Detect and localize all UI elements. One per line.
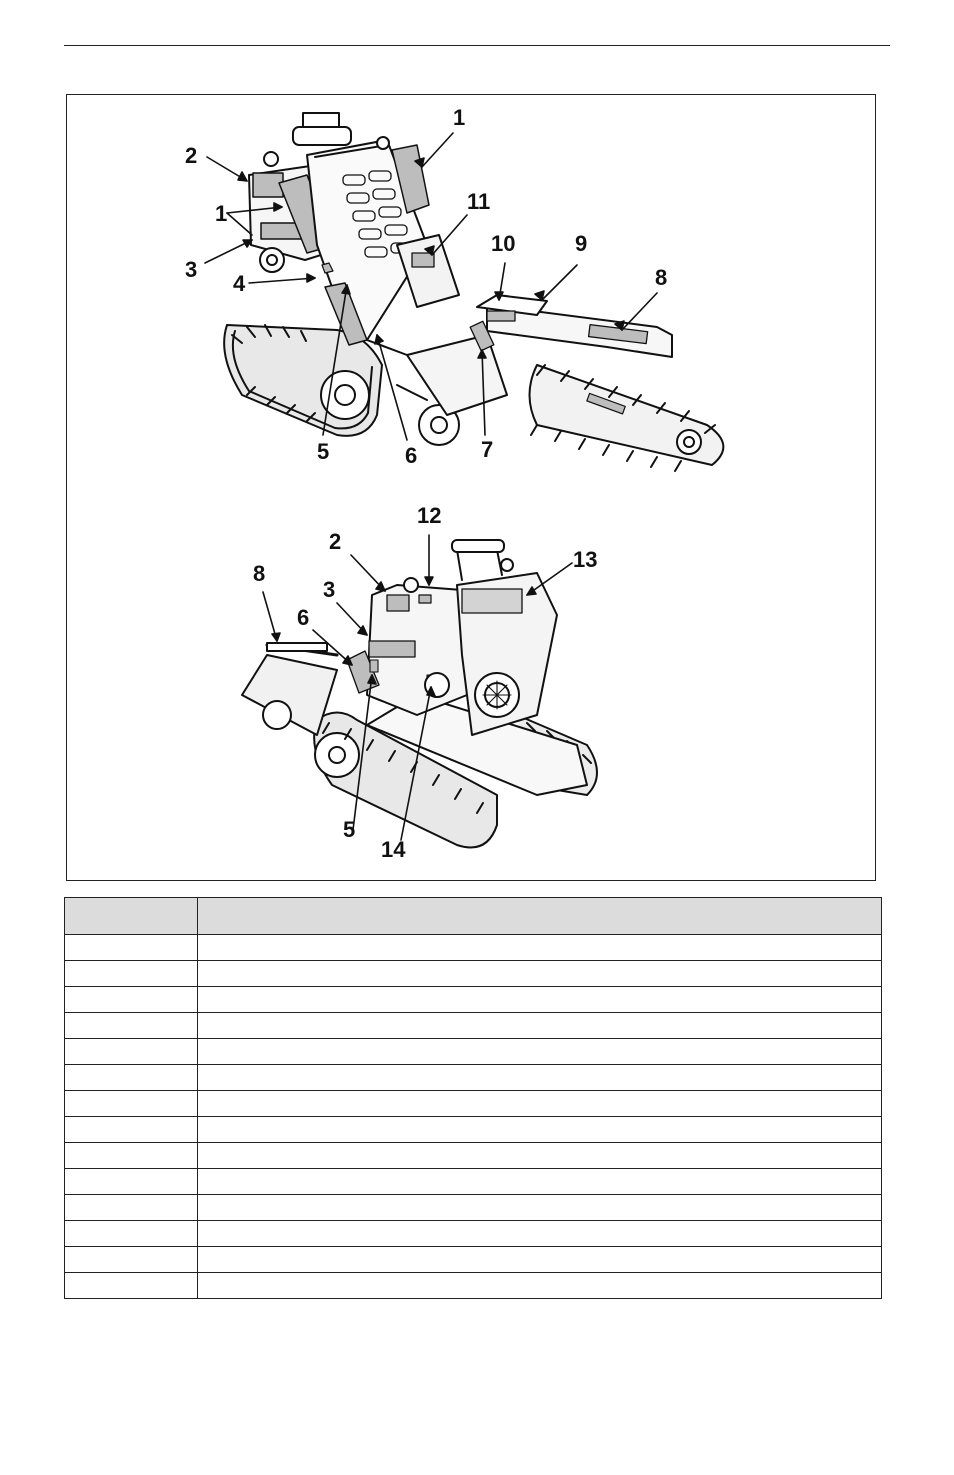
table-row <box>64 1142 882 1169</box>
legend-body <box>64 934 882 1299</box>
callout-bottom-5: 5 <box>343 817 356 842</box>
callout-top-9: 9 <box>575 231 588 256</box>
legend-header-row <box>64 897 882 935</box>
legend-cell-number <box>64 934 198 961</box>
bottom-machine <box>241 539 598 849</box>
table-row <box>64 1116 882 1143</box>
table-row <box>64 1168 882 1195</box>
legend-header-description <box>197 897 882 935</box>
table-row <box>64 1194 882 1221</box>
callout-top-10: 10 <box>491 231 516 256</box>
callout-bottom-2: 2 <box>329 529 342 554</box>
legend-cell-description <box>197 1246 882 1273</box>
callout-bottom-14: 14 <box>381 837 406 862</box>
legend-cell-description <box>197 960 882 987</box>
callout-bottom-3: 3 <box>323 577 336 602</box>
callout-bottom-12: 12 <box>417 503 442 528</box>
table-row <box>64 1012 882 1039</box>
table-row <box>64 1038 882 1065</box>
legend-cell-number <box>64 1064 198 1091</box>
callout-top-8: 8 <box>655 265 668 290</box>
legend-cell-description <box>197 1064 882 1091</box>
legend-cell-number <box>64 1090 198 1117</box>
callout-bottom-13: 13 <box>573 547 598 572</box>
callout-top-1a: 1 <box>453 105 466 130</box>
top-gearbox <box>366 320 508 446</box>
table-row <box>64 934 882 961</box>
legend-cell-number <box>64 1194 198 1221</box>
top-chain-boom <box>476 294 725 472</box>
callout-top-5: 5 <box>317 439 330 464</box>
top-leader-lines <box>204 132 658 441</box>
legend-cell-description <box>197 934 882 961</box>
top-control-panel <box>263 112 430 346</box>
table-row <box>64 986 882 1013</box>
table-row <box>64 960 882 987</box>
table-row <box>64 1272 882 1299</box>
legend-cell-number <box>64 1272 198 1299</box>
legend-cell-number <box>64 1168 198 1195</box>
callout-top-7: 7 <box>481 437 494 462</box>
callout-top-11: 11 <box>467 189 491 214</box>
legend-cell-number <box>64 1038 198 1065</box>
legend-cell-description <box>197 1090 882 1117</box>
callout-top-1b: 1 <box>215 201 228 226</box>
bottom-leader-lines <box>262 534 573 841</box>
legend-cell-description <box>197 1142 882 1169</box>
callout-bottom-8: 8 <box>253 561 266 586</box>
table-row <box>64 1090 882 1117</box>
legend-cell-number <box>64 960 198 987</box>
legend-cell-description <box>197 1116 882 1143</box>
legend-cell-description <box>197 1272 882 1299</box>
callout-bottom-6: 6 <box>297 605 310 630</box>
callout-top-2: 2 <box>185 143 198 168</box>
callout-top-4: 4 <box>233 271 246 296</box>
legend-cell-description <box>197 1012 882 1039</box>
legend-cell-number <box>64 1116 198 1143</box>
legend-cell-number <box>64 1246 198 1273</box>
legend-cell-description <box>197 986 882 1013</box>
header-rule <box>64 45 890 46</box>
callout-top-3: 3 <box>185 257 198 282</box>
legend-cell-number <box>64 1220 198 1247</box>
table-row <box>64 1064 882 1091</box>
legend-cell-number <box>64 1142 198 1169</box>
legend-cell-number <box>64 986 198 1013</box>
table-row <box>64 1220 882 1247</box>
trencher-illustration <box>204 112 725 849</box>
legend-cell-description <box>197 1220 882 1247</box>
legend-cell-description <box>197 1038 882 1065</box>
legend-cell-description <box>197 1194 882 1221</box>
legend-cell-description <box>197 1168 882 1195</box>
top-engine-box <box>396 234 460 308</box>
legend-header-number <box>64 897 198 935</box>
decal-location-figure: 1 2 1 3 4 11 10 9 8 5 6 7 12 2 13 8 3 6 … <box>66 94 876 881</box>
table-row <box>64 1246 882 1273</box>
decal-legend-table <box>64 897 882 1299</box>
legend-cell-number <box>64 1012 198 1039</box>
callout-top-6: 6 <box>405 443 418 468</box>
